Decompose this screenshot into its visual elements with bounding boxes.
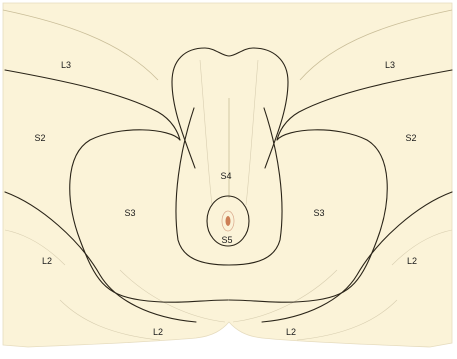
label-s5: S5 bbox=[221, 235, 232, 245]
label-l3-left: L3 bbox=[61, 60, 71, 70]
label-s3-right: S3 bbox=[313, 208, 324, 218]
label-s4: S4 bbox=[220, 171, 231, 181]
label-l3-right: L3 bbox=[385, 60, 395, 70]
label-s2-right: S2 bbox=[405, 133, 416, 143]
label-l2-bottom-left: L2 bbox=[153, 327, 163, 337]
label-s3-left: S3 bbox=[124, 208, 135, 218]
anus-mark bbox=[226, 216, 231, 226]
label-s2-left: S2 bbox=[34, 133, 45, 143]
label-l2-right: L2 bbox=[407, 256, 417, 266]
label-l2-left: L2 bbox=[42, 256, 52, 266]
label-l2-bottom-right: L2 bbox=[286, 327, 296, 337]
